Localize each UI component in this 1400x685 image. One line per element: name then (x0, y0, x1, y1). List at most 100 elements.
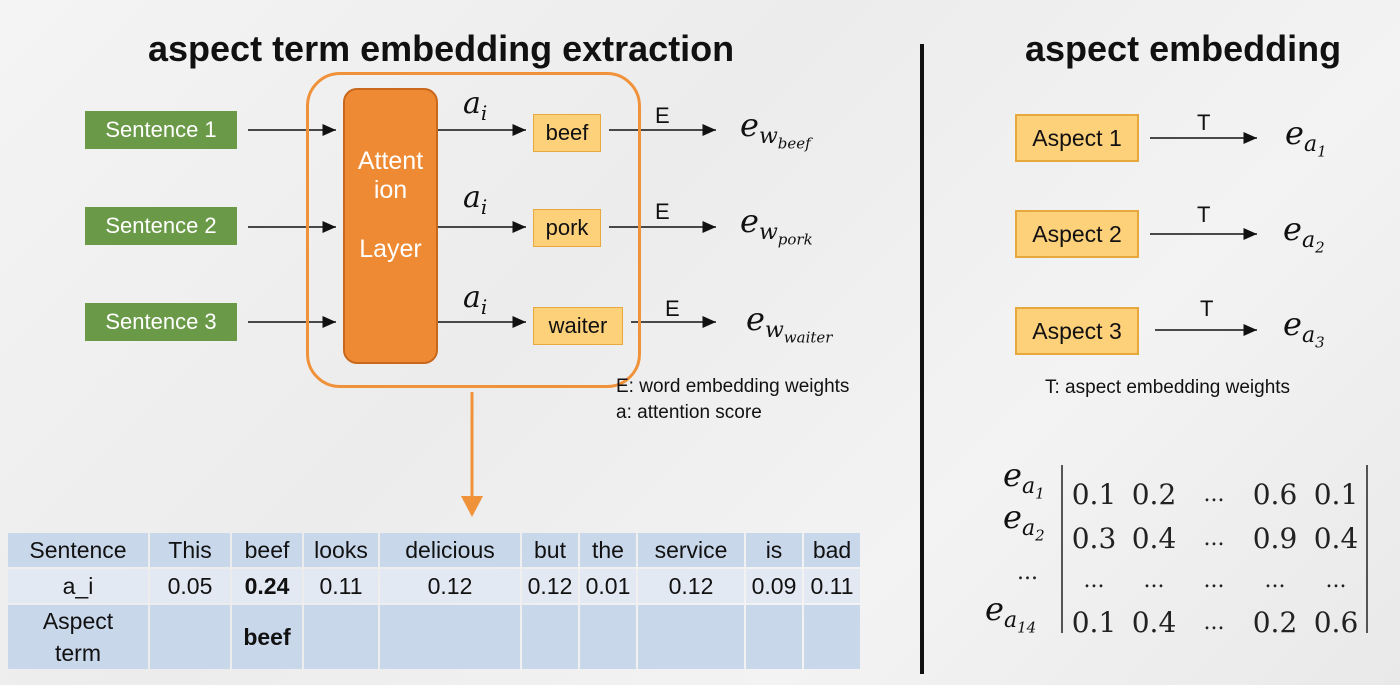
matrix-cell: 0.6 (1252, 477, 1298, 511)
matrix-cell: 0.3 (1071, 521, 1117, 555)
table-cell: 0.24 (232, 569, 302, 603)
edge-label-e-2: E (655, 199, 670, 224)
word-embedding-pork: ewpork (740, 202, 813, 249)
table-cell (638, 605, 744, 669)
edge-label-t-2: T (1197, 202, 1211, 227)
attention-group-box (306, 72, 641, 388)
word-embedding-beef: ewbeef (740, 106, 811, 153)
table-row: a_i 0.05 0.24 0.11 0.12 0.12 0.01 0.12 0… (8, 569, 860, 603)
table-cell: delicious (380, 533, 520, 567)
attention-layer-line3: Layer (359, 235, 422, 263)
matrix-cell: ... (1264, 567, 1286, 593)
table-cell: is (746, 533, 802, 567)
matrix-grid: 0.1 0.2 ... 0.6 0.1 0.3 0.4 ... 0.9 0.4 … (1064, 472, 1366, 644)
matrix-row: 0.3 0.4 ... 0.9 0.4 (1064, 516, 1366, 560)
attention-score-label-2: ai (463, 180, 488, 219)
edge-label-e-3: E (665, 296, 680, 321)
sentence-3-box: Sentence 3 (85, 303, 237, 341)
matrix-cell: 0.4 (1131, 605, 1177, 639)
aspect-2-box: Aspect 2 (1015, 210, 1139, 258)
word-box-waiter: waiter (533, 307, 623, 345)
table-cell (380, 605, 520, 669)
sentence-2-box: Sentence 2 (85, 207, 237, 245)
matrix-row-label-dots: ... (1017, 560, 1038, 585)
attention-score-label-3: ai (463, 280, 488, 319)
table-cell: beef (232, 533, 302, 567)
sentence-1-box: Sentence 1 (85, 111, 237, 149)
aspect-term-label-2: term (55, 640, 101, 666)
matrix-row: ... ... ... ... ... (1064, 560, 1366, 600)
table-cell: Aspect term (8, 605, 148, 669)
aspect-embedding-1: ea1 (1285, 114, 1327, 161)
matrix-cell: 0.1 (1071, 477, 1117, 511)
table-cell: beef (232, 605, 302, 669)
table-cell (804, 605, 860, 669)
table-cell (522, 605, 578, 669)
attention-layer-block: Attent ion Layer (343, 88, 438, 364)
table-cell: Sentence (8, 533, 148, 567)
matrix-row: 0.1 0.4 ... 0.2 0.6 (1064, 600, 1366, 644)
table-cell: 0.11 (804, 569, 860, 603)
table-cell: This (150, 533, 230, 567)
matrix-row: 0.1 0.2 ... 0.6 0.1 (1064, 472, 1366, 516)
matrix-cell: ... (1203, 481, 1225, 507)
legend-word-embedding: E: word embedding weights (616, 376, 850, 397)
edge-label-t-1: T (1197, 110, 1211, 135)
word-embedding-waiter: ewwaiter (746, 300, 833, 347)
edge-label-e-1: E (655, 103, 670, 128)
table-cell: 0.05 (150, 569, 230, 603)
matrix-cell: ... (1203, 525, 1225, 551)
table-cell: 0.12 (522, 569, 578, 603)
aspect-3-box: Aspect 3 (1015, 307, 1139, 355)
aspect-term-label-1: Aspect (42, 608, 114, 634)
table-cell: the (580, 533, 636, 567)
matrix-row-label-4: ea14 (985, 590, 1037, 637)
matrix-row-label-2: ea2 (1003, 498, 1045, 545)
matrix-cell: 0.2 (1131, 477, 1177, 511)
left-title: aspect term embedding extraction (148, 28, 735, 69)
table-cell (580, 605, 636, 669)
table-cell (150, 605, 230, 669)
matrix-cell: 0.9 (1252, 521, 1298, 555)
right-title: aspect embedding (1025, 28, 1342, 69)
table-cell: service (638, 533, 744, 567)
aspect-embedding-2: ea2 (1283, 210, 1325, 257)
table-cell: 0.01 (580, 569, 636, 603)
table-cell: 0.09 (746, 569, 802, 603)
table-row: Aspect term beef (8, 605, 860, 669)
matrix-cell: ... (1203, 567, 1225, 593)
table-cell: bad (804, 533, 860, 567)
matrix-cell: 0.4 (1131, 521, 1177, 555)
table-cell: 0.12 (380, 569, 520, 603)
matrix-cell: 0.4 (1313, 521, 1359, 555)
table-cell (304, 605, 378, 669)
word-box-pork: pork (533, 209, 601, 247)
legend-attention-score: a: attention score (616, 402, 762, 423)
matrix-cell: ... (1325, 567, 1347, 593)
matrix-cell: 0.1 (1313, 477, 1359, 511)
table-cell: but (522, 533, 578, 567)
matrix-cell: ... (1143, 567, 1165, 593)
table-cell: 0.12 (638, 569, 744, 603)
aspect-embedding-3: ea3 (1283, 305, 1325, 352)
matrix-cell: ... (1083, 567, 1105, 593)
table-cell: a_i (8, 569, 148, 603)
matrix-cell: 0.6 (1313, 605, 1359, 639)
matrix-cell: ... (1203, 609, 1225, 635)
legend-aspect-embedding: T: aspect embedding weights (1045, 377, 1291, 398)
attention-layer-line2: ion (373, 176, 408, 204)
word-box-beef: beef (533, 114, 601, 152)
edge-label-t-3: T (1200, 296, 1214, 321)
table-row: Sentence This beef looks delicious but t… (8, 533, 860, 567)
table-cell (746, 605, 802, 669)
section-divider (920, 44, 924, 674)
attention-layer-line1: Attent (357, 147, 424, 175)
table-cell: 0.11 (304, 569, 378, 603)
matrix-cell: 0.2 (1252, 605, 1298, 639)
matrix-row-label-1: ea1 (1003, 456, 1045, 503)
attention-table: Sentence This beef looks delicious but t… (6, 531, 862, 671)
matrix-cell: 0.1 (1071, 605, 1117, 639)
attention-score-label-1: ai (463, 86, 488, 125)
table-cell: looks (304, 533, 378, 567)
